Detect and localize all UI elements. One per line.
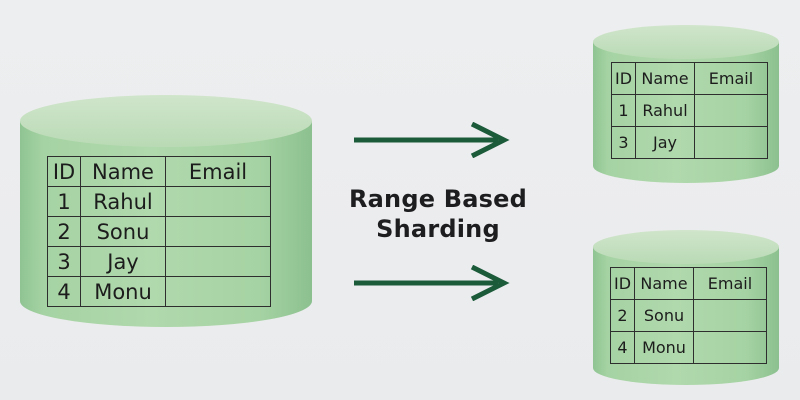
table-row: 1 Rahul	[611, 94, 768, 127]
table-row: 3 Jay	[611, 126, 768, 159]
cell-id: 1	[47, 186, 81, 217]
cell-name: Rahul	[80, 186, 166, 217]
cell-id: 4	[610, 331, 635, 364]
table-row: 2 Sonu	[47, 216, 271, 247]
arrow-right-icon	[354, 122, 510, 158]
cell-id: 3	[47, 246, 81, 277]
table-row: 4 Monu	[47, 276, 271, 307]
diagram-title: Range Based Sharding	[332, 184, 544, 244]
col-header-id: ID	[611, 62, 636, 95]
cell-email	[165, 246, 271, 277]
table-row: 1 Rahul	[47, 186, 271, 217]
cell-name: Sonu	[80, 216, 166, 247]
col-header-email: Email	[165, 156, 271, 187]
cell-email	[694, 126, 768, 159]
col-header-name: Name	[634, 267, 694, 300]
cell-name: Sonu	[634, 299, 694, 332]
cell-id: 4	[47, 276, 81, 307]
cell-name: Rahul	[635, 94, 695, 127]
cell-email	[165, 186, 271, 217]
cell-email	[693, 299, 767, 332]
cell-id: 2	[610, 299, 635, 332]
diagram-title-line1: Range Based	[348, 185, 527, 213]
col-header-email: Email	[694, 62, 768, 95]
arrow-right-icon	[354, 265, 510, 301]
cell-name: Monu	[80, 276, 166, 307]
main-database-table: ID Name Email 1 Rahul 2 Sonu 3 Jay	[47, 156, 271, 307]
col-header-id: ID	[610, 267, 635, 300]
diagram-title-line2: Sharding	[376, 215, 500, 243]
cell-email	[165, 276, 271, 307]
shard2-database-cylinder-top	[593, 230, 779, 264]
col-header-email: Email	[693, 267, 767, 300]
cell-email	[165, 216, 271, 247]
main-database-cylinder-top	[20, 95, 312, 147]
table-header-row: ID Name Email	[611, 62, 768, 95]
shard2-table: ID Name Email 2 Sonu 4 Monu	[610, 267, 767, 364]
shard1-database-cylinder-top	[593, 25, 779, 59]
table-row: 2 Sonu	[610, 299, 767, 332]
cell-email	[693, 331, 767, 364]
cell-name: Jay	[80, 246, 166, 277]
cell-name: Monu	[634, 331, 694, 364]
cell-id: 3	[611, 126, 636, 159]
col-header-name: Name	[80, 156, 166, 187]
col-header-id: ID	[47, 156, 81, 187]
table-row: 4 Monu	[610, 331, 767, 364]
table-header-row: ID Name Email	[610, 267, 767, 300]
cell-id: 2	[47, 216, 81, 247]
table-row: 3 Jay	[47, 246, 271, 277]
col-header-name: Name	[635, 62, 695, 95]
shard1-table: ID Name Email 1 Rahul 3 Jay	[611, 62, 768, 159]
cell-id: 1	[611, 94, 636, 127]
cell-email	[694, 94, 768, 127]
table-header-row: ID Name Email	[47, 156, 271, 187]
cell-name: Jay	[635, 126, 695, 159]
